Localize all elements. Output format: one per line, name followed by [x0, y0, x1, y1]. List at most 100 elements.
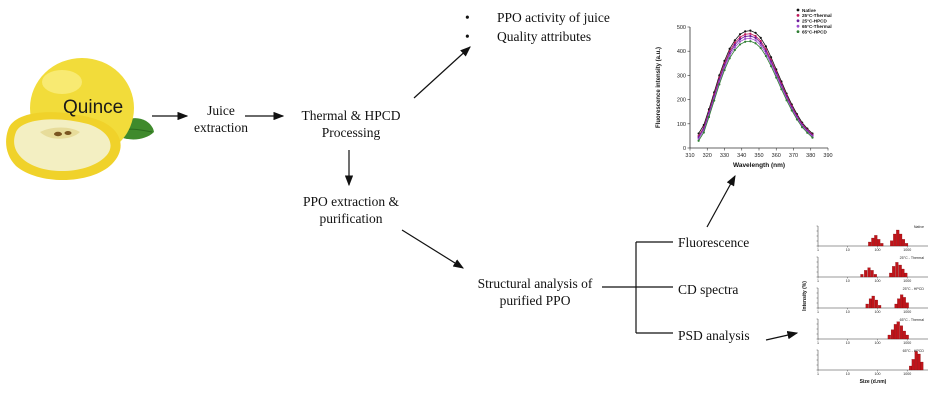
psd-bar	[874, 235, 878, 247]
psd-x-label: Size (d.nm)	[860, 379, 887, 385]
fluor-data-point	[759, 46, 762, 50]
fluor-data-point	[744, 37, 747, 40]
fluor-legend-marker	[796, 8, 800, 12]
psd-panel-label: 25°C - Thermal	[900, 256, 925, 260]
structural-line-1: Structural analysis of	[477, 276, 593, 291]
fluor-x-tick-label: 330	[720, 153, 729, 159]
psd-x-tick-label: 1	[817, 341, 819, 345]
psd-bar	[899, 233, 903, 247]
fluor-data-point	[738, 43, 742, 46]
psd-bar	[909, 365, 913, 371]
fluor-data-point	[764, 45, 767, 48]
psd-bar	[877, 239, 881, 247]
psd-bar	[868, 298, 872, 309]
psd-x-tick-label: 1	[817, 310, 819, 314]
fluor-x-tick-label: 360	[772, 153, 781, 159]
fluor-legend-marker	[796, 14, 800, 17]
psd-bar	[895, 262, 899, 278]
fluor-data-point	[785, 99, 788, 102]
psd-x-tick-label: 10	[846, 248, 850, 252]
psd-bar	[901, 239, 905, 247]
psd-bar	[874, 299, 878, 309]
juice-extraction-line-1: Juice	[207, 103, 235, 118]
fluor-legend-entry: 65°C-HPCD	[802, 29, 827, 34]
fluor-data-point	[733, 46, 736, 49]
fluor-y-label: Fluorescence intensity (a.u.)	[656, 47, 662, 128]
fluor-data-point	[738, 38, 742, 41]
psd-x-tick-label: 1	[817, 279, 819, 283]
fluor-data-point	[811, 136, 814, 139]
fluor-data-point	[769, 56, 773, 59]
psd-panel-label: 65°C - HPCD	[903, 349, 925, 353]
psd-x-tick-label: 10	[846, 310, 850, 314]
fluor-data-point	[733, 48, 736, 52]
fluor-y-tick-label: 0	[683, 146, 686, 152]
quince-illustration	[6, 58, 154, 181]
psd-bar	[868, 241, 872, 247]
psd-x-tick-label: 100	[874, 248, 880, 252]
fluor-data-point	[749, 29, 752, 32]
fluor-legend-marker	[796, 19, 800, 23]
psd-bar	[900, 294, 904, 309]
structural-analysis-label: Structural analysis of purified PPO	[462, 275, 608, 309]
psd-x-tick-label: 100	[874, 279, 880, 283]
fluor-data-point	[749, 32, 752, 35]
psd-panel-label: 65°C - Thermal	[900, 318, 925, 322]
ppo-extraction-label: PPO extraction & purification	[292, 193, 410, 227]
fluor-data-point	[764, 54, 767, 58]
fluor-series-line	[698, 33, 813, 137]
psd-bar	[867, 267, 871, 278]
fluor-data-point	[806, 131, 809, 134]
psd-x-tick-label: 1000	[903, 310, 911, 314]
fluor-data-point	[749, 34, 752, 38]
thermal-hpcd-processing-label: Thermal & HPCD Processing	[292, 107, 410, 141]
fluor-data-point	[738, 40, 742, 43]
fluor-legend-entry: Native	[802, 8, 816, 13]
psd-bar	[890, 240, 894, 247]
processing-line-2: Processing	[321, 125, 381, 140]
outcome-ppo-activity: PPO activity of juice	[465, 8, 610, 27]
psd-bar	[893, 233, 897, 247]
psd-x-tick-label: 1	[817, 248, 819, 252]
psd-bar	[902, 330, 906, 340]
psd-bar	[905, 243, 909, 247]
fluor-y-tick-label: 300	[677, 73, 686, 79]
fluor-x-tick-label: 340	[737, 153, 746, 159]
quince-seed	[64, 131, 72, 135]
fluor-data-point	[754, 36, 757, 39]
fluor-data-point	[754, 34, 757, 38]
fluor-x-tick-label: 320	[703, 153, 712, 159]
fluor-data-point	[749, 40, 752, 43]
psd-x-tick-label: 10	[846, 341, 850, 345]
fluor-data-point	[733, 39, 736, 42]
fluor-data-point	[790, 109, 793, 112]
fluor-y-tick-label: 500	[677, 25, 686, 31]
fluor-data-point	[769, 65, 773, 68]
fluor-legend-entry: 25°C-HPCD	[802, 19, 827, 24]
psd-panel-label: 25°C - HPCD	[903, 287, 925, 291]
fluor-legend-marker	[796, 24, 800, 28]
fluor-data-point	[738, 33, 742, 36]
psd-bar	[887, 334, 891, 340]
fluor-data-point	[713, 99, 716, 102]
fluor-data-point	[728, 52, 731, 55]
fluor-data-point	[744, 40, 747, 43]
fluor-data-point	[707, 115, 711, 119]
fluor-data-point	[744, 33, 747, 36]
psd-bar	[873, 274, 877, 278]
psd-y-label: Intensity (%)	[802, 281, 808, 311]
fluor-data-point	[744, 35, 747, 38]
arrow-psd-to-chart	[765, 331, 799, 341]
fluor-data-point	[754, 39, 757, 42]
psd-bar	[898, 264, 902, 278]
analysis-psd: PSD analysis	[678, 328, 750, 343]
psd-bar	[917, 353, 921, 371]
fluor-y-tick-label: 200	[677, 98, 686, 104]
psd-bar	[901, 268, 905, 278]
quince-seed	[54, 131, 62, 137]
psd-bar	[894, 303, 898, 309]
psd-bar	[890, 329, 894, 340]
